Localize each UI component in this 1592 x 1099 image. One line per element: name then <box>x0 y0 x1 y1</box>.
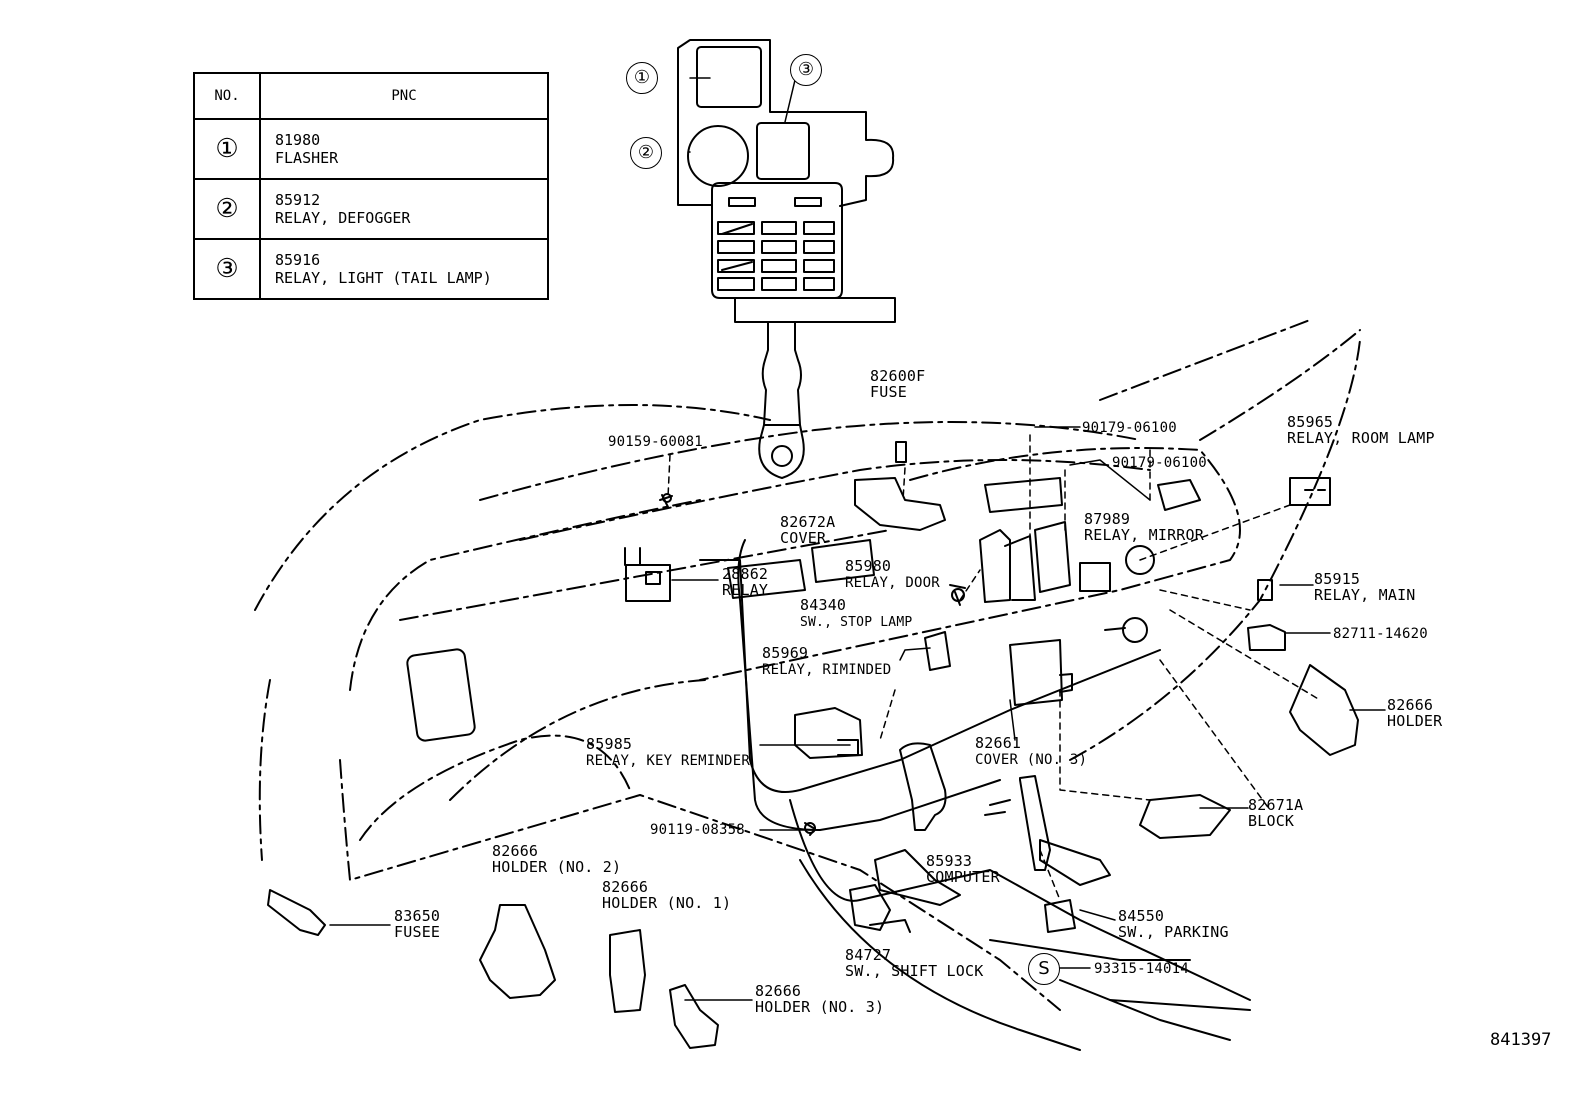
part-code: 85985 <box>586 735 633 753</box>
part-code: 82600F <box>870 367 926 385</box>
part-name: HOLDER (NO. 2) <box>492 858 622 876</box>
label-90159: 90159-60081 <box>608 434 703 450</box>
part-name: RELAY, MAIN <box>1314 586 1416 604</box>
part-code: 85912 <box>275 191 321 209</box>
row-number: ② <box>193 178 261 240</box>
part-name: RELAY, RIMINDED <box>762 662 892 678</box>
part-code: 82666 <box>492 842 539 860</box>
part-code: 85933 <box>926 852 973 870</box>
part-name: COMPUTER <box>926 868 1000 886</box>
part-name: HOLDER (NO. 3) <box>755 998 885 1016</box>
label-82711: 82711-14620 <box>1333 626 1428 642</box>
part-code: 82666 <box>1387 696 1434 714</box>
instrument-panel-drawing <box>254 319 1361 1051</box>
part-sketches <box>267 441 1359 1049</box>
part-code: 85915 <box>1314 570 1361 588</box>
part-name: HOLDER <box>1387 712 1443 730</box>
row-number: ① <box>193 118 261 180</box>
part-name: RELAY, DEFOGGER <box>275 209 411 227</box>
part-code: 87989 <box>1084 510 1131 528</box>
callout-1: ① <box>626 62 658 94</box>
part-name: RELAY, DOOR <box>845 575 940 591</box>
part-name: COVER (NO. 3) <box>975 752 1088 768</box>
part-name: RELAY, ROOM LAMP <box>1287 429 1435 447</box>
label-90179-a: 90179-06100 <box>1082 420 1177 436</box>
header-pnc: PNC <box>259 72 549 120</box>
part-name: FUSE <box>870 383 907 401</box>
callout-3: ③ <box>790 54 822 86</box>
part-code: 85969 <box>762 644 809 662</box>
callout-2: ② <box>630 137 662 169</box>
part-name: BLOCK <box>1248 812 1295 830</box>
part-code: 85916 <box>275 251 321 269</box>
part-name: COVER <box>780 529 827 547</box>
part-code: 85965 <box>1287 413 1334 431</box>
label-90179-b: 90179-06100 <box>1112 455 1207 471</box>
part-code: 85980 <box>845 557 892 575</box>
part-code: 82666 <box>602 878 649 896</box>
part-name: RELAY <box>722 581 769 599</box>
part-code: 82666 <box>755 982 802 1000</box>
part-name: SW., SHIFT LOCK <box>845 962 984 980</box>
part-code: 82661 <box>975 734 1022 752</box>
label-90119: 90119-08358 <box>650 822 745 838</box>
part-name: RELAY, KEY REMINDER <box>586 753 750 769</box>
part-name: RELAY, MIRROR <box>1084 526 1204 544</box>
part-code: 28862 <box>722 565 769 583</box>
part-name: SW., PARKING <box>1118 923 1229 941</box>
part-name: FUSEE <box>394 923 441 941</box>
header-no: NO. <box>193 72 261 120</box>
part-name: HOLDER (NO. 1) <box>602 894 732 912</box>
junction-block-drawing <box>677 39 896 479</box>
callout-s: S <box>1028 953 1060 985</box>
leader-lines <box>667 434 1321 901</box>
row-number: ③ <box>193 238 261 300</box>
part-code: 83650 <box>394 907 441 925</box>
label-93315: 93315-14014 <box>1094 961 1189 977</box>
figure-number: 841397 <box>1490 1030 1552 1050</box>
part-code: 82672A <box>780 513 836 531</box>
label-leaders <box>329 77 1386 1001</box>
part-code: 84340 <box>800 596 847 614</box>
part-code: 82671A <box>1248 796 1304 814</box>
part-name: FLASHER <box>275 149 339 167</box>
part-name: RELAY, LIGHT (TAIL LAMP) <box>275 269 492 287</box>
part-code: 84727 <box>845 946 892 964</box>
part-code: 84550 <box>1118 907 1165 925</box>
table-header-row: NO. PNC <box>193 72 549 120</box>
part-code: 81980 <box>275 131 321 149</box>
part-name: SW., STOP LAMP <box>800 615 913 630</box>
